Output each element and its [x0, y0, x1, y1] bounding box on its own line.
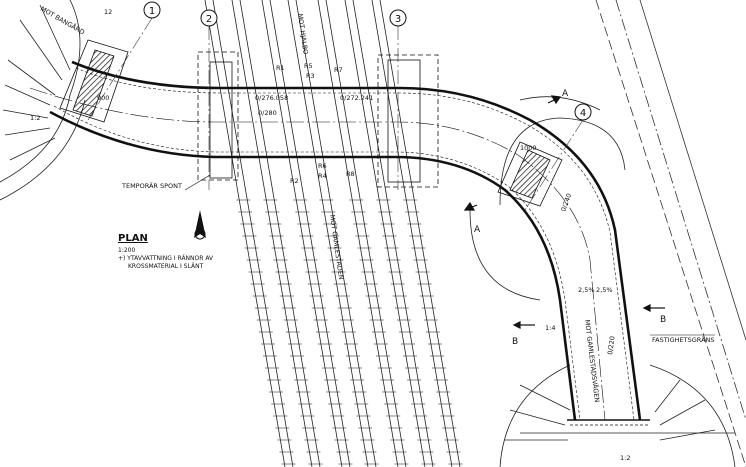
label-track-r1: R1 [276, 64, 285, 72]
track-sleepers [236, 199, 463, 465]
plan-scale: 1:200 [118, 247, 136, 254]
label-track-r6: R6 [318, 162, 327, 170]
label-track-r2: R2 [290, 177, 299, 185]
label-track-r3: R3 [306, 72, 315, 80]
bottom-right-platform [499, 364, 736, 467]
grid-marker-2 [200, 9, 218, 27]
grid-axis-lines [87, 17, 584, 211]
leader-lines [184, 174, 715, 336]
grid-marker-3 [389, 9, 407, 27]
label-dim-900: 900 [97, 94, 109, 102]
label-track-r4: R4 [318, 172, 327, 180]
label-section-a-top: A [562, 89, 569, 99]
grid-marker-2-label: 2 [206, 14, 212, 25]
label-small-12b: 1:2 [30, 114, 40, 122]
north-arrow [194, 210, 206, 240]
label-chainage-4: 0/240 [559, 192, 573, 212]
pier-outlines [197, 51, 439, 188]
label-section-b-left: B [512, 337, 518, 347]
left-platform [0, 0, 86, 201]
abutment-joints [59, 39, 650, 426]
label-track-r5: R5 [304, 62, 313, 70]
section-arrows [463, 95, 665, 329]
label-track-r8: R8 [346, 170, 355, 178]
label-temporar-spont: TEMPORÄR SPONT [121, 181, 182, 190]
label-mot-bangard: MOT BANGÅRD [39, 4, 86, 37]
railway-tracks [204, 0, 461, 467]
label-chainage-2: 0/272.241 [340, 94, 373, 102]
label-dim-1000: 1000 [520, 144, 537, 152]
grid-marker-1 [143, 1, 161, 19]
label-chainage-1: 0/276.058 [255, 94, 288, 102]
property-boundary [595, 0, 746, 467]
plan-title: PLAN [118, 233, 148, 244]
plan-note-line2: KROSSMATERIAL I SLÄNT [128, 263, 204, 270]
label-small-14: 1:4 [545, 324, 555, 332]
grid-marker-4-label: 4 [580, 108, 586, 119]
label-track-r7: R7 [334, 66, 343, 74]
label-section-a-bottom: A [474, 225, 481, 235]
label-slope-right: 2,5% [596, 286, 613, 294]
label-mot-hjalbo: MOT HJALBO [296, 13, 310, 55]
label-small-12c: 1:2 [620, 454, 630, 462]
road-alignment [29, 60, 642, 421]
embankment-arcs [469, 96, 626, 301]
grid-marker-1-label: 1 [149, 6, 155, 17]
grid-markers [143, 1, 592, 121]
label-chainage-5: 0/220 [606, 336, 617, 356]
grid-marker-4 [574, 103, 592, 121]
grid-marker-3-label: 3 [395, 14, 401, 25]
label-section-b-right: B [660, 315, 666, 325]
label-slope-left: 2,5% [578, 286, 595, 294]
label-small-12a: 12 [104, 8, 112, 16]
label-chainage-3: 0/280 [258, 109, 277, 117]
label-fastighetsgrans: FASTIGHETSGRÄNS [652, 335, 714, 344]
plan-note-line1: +) YTAVVATTNING I RÄNNOR AV [118, 255, 214, 262]
